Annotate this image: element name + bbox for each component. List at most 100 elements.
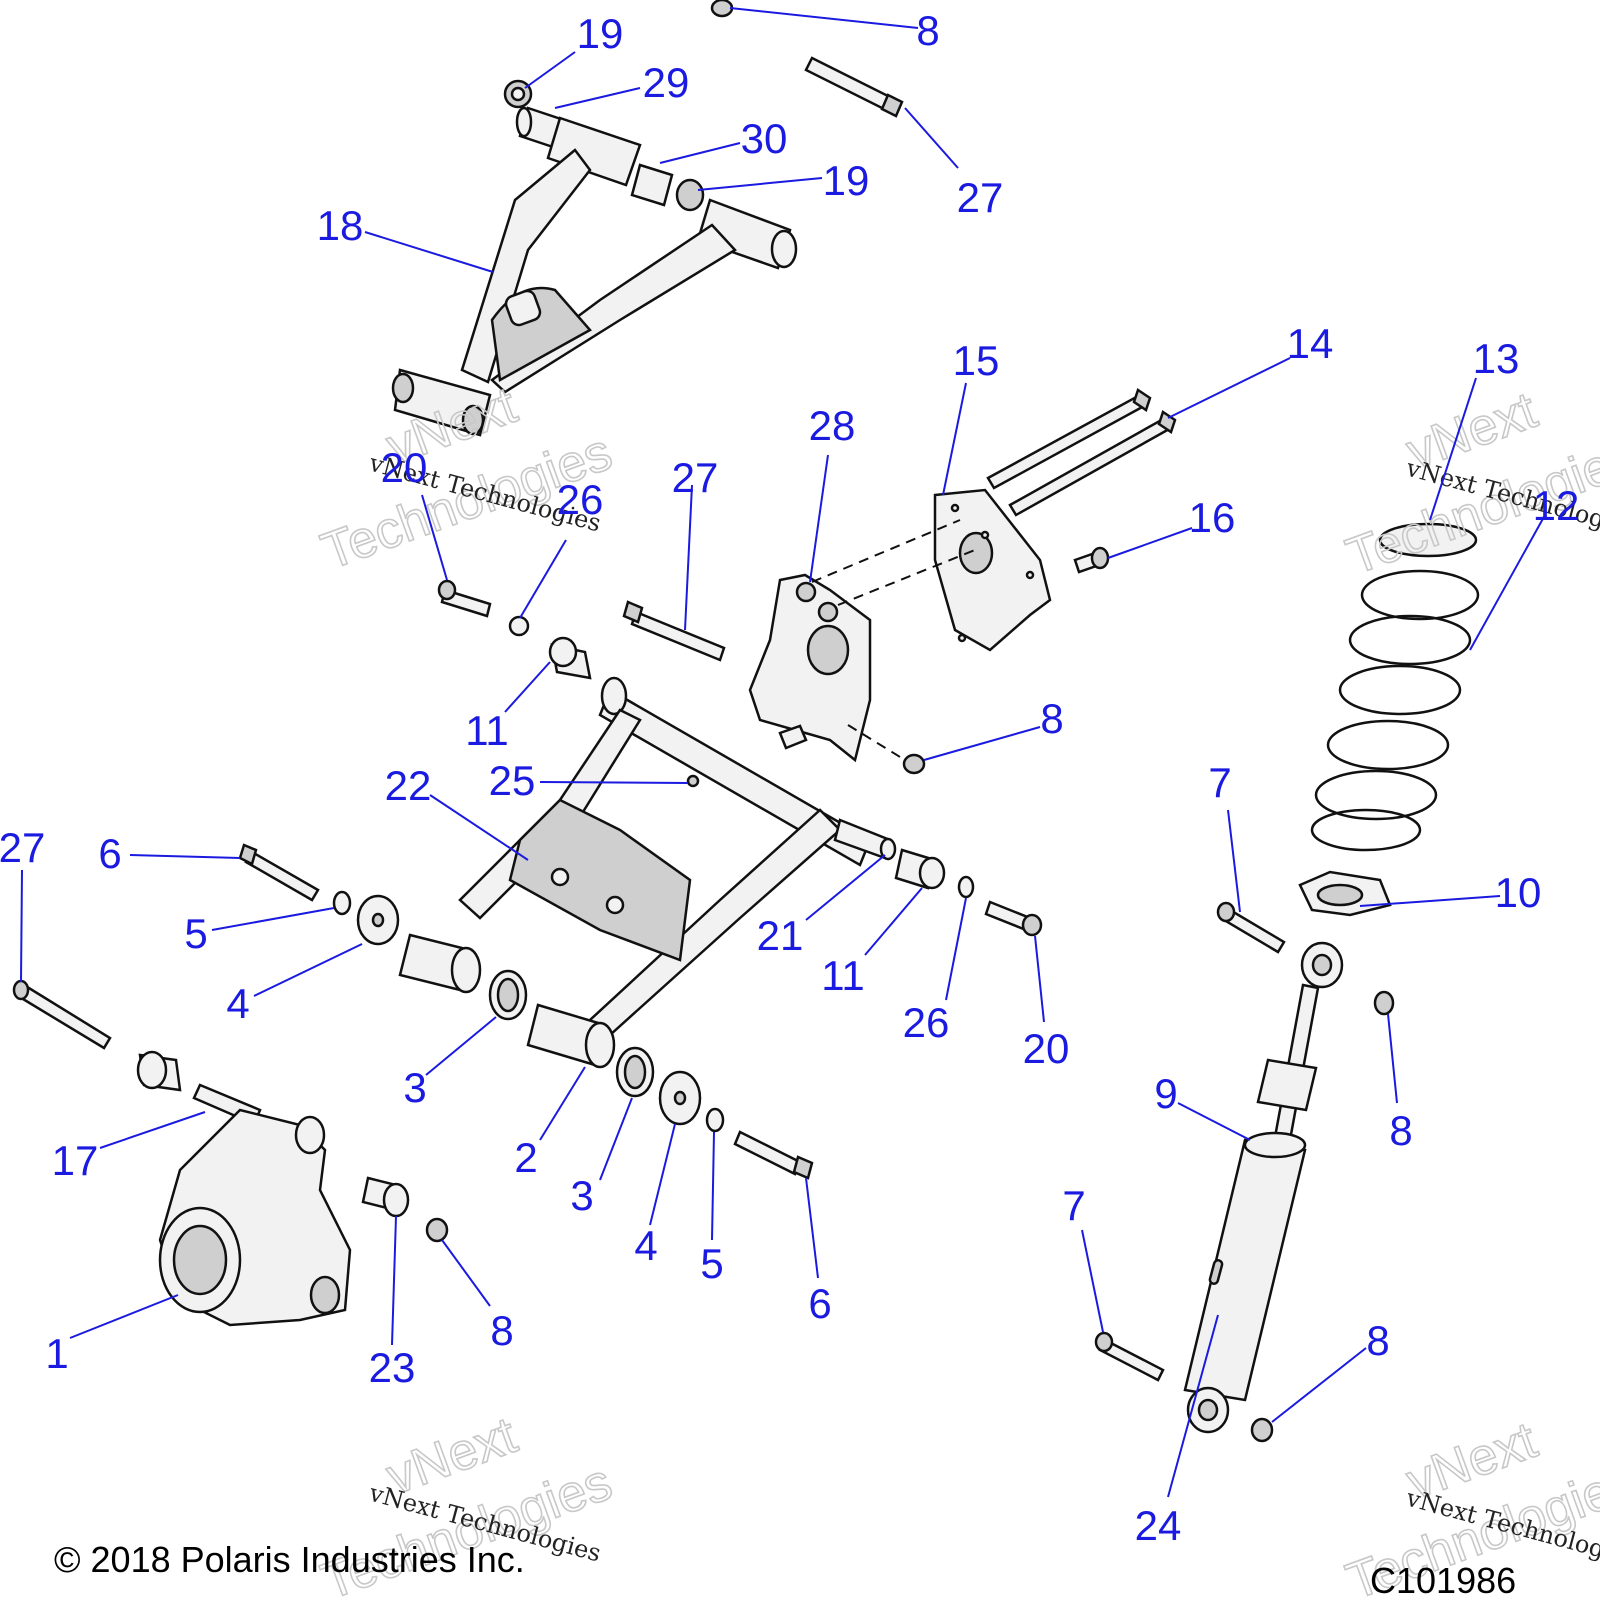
- leader-line-8-mid: [923, 726, 1041, 761]
- leader-line-5-left: [211, 907, 335, 931]
- leader-line-26-top: [519, 539, 567, 619]
- leader-line-30: [659, 142, 741, 164]
- leader-line-1: [69, 1294, 179, 1339]
- callout-18: 18: [317, 202, 364, 249]
- knuckle-assembly: [12, 979, 449, 1327]
- leader-line-9: [1177, 1102, 1251, 1141]
- callout-19-top: 19: [577, 10, 624, 57]
- leader-line-17: [99, 1111, 206, 1149]
- callout-24: 24: [1135, 1502, 1182, 1549]
- callout-9: 9: [1154, 1070, 1177, 1117]
- callout-11-mid: 11: [821, 952, 865, 999]
- leader-line-16: [1107, 527, 1193, 559]
- callout-25: 25: [489, 757, 536, 804]
- callout-16: 16: [1189, 494, 1236, 541]
- callout-13: 13: [1473, 335, 1520, 382]
- leader-line-22: [429, 794, 529, 861]
- leader-line-11-mid: [864, 887, 923, 956]
- leader-line-27-left: [20, 869, 23, 983]
- leader-line-4-mid: [649, 1123, 676, 1226]
- callout-26-top: 26: [557, 476, 604, 523]
- callout-28: 28: [809, 402, 856, 449]
- callout-8-mid: 8: [1040, 695, 1063, 742]
- leader-line-8-low: [441, 1239, 491, 1307]
- callout-19-mid: 19: [823, 157, 870, 204]
- callout-20-top: 20: [381, 444, 428, 491]
- lower-a-arm: [398, 579, 1043, 1098]
- callout-26-mid: 26: [903, 999, 950, 1046]
- figure-id-text: C101986: [1370, 1560, 1516, 1600]
- callout-1: 1: [45, 1330, 68, 1377]
- callout-21: 21: [757, 912, 804, 959]
- leader-line-19-top: [524, 51, 576, 89]
- upper-bolts: [710, 0, 904, 118]
- callout-14: 14: [1287, 320, 1334, 367]
- leader-line-24: [1167, 1314, 1219, 1498]
- callout-7-bottom: 7: [1062, 1182, 1085, 1229]
- callout-15: 15: [953, 337, 1000, 384]
- leader-line-28: [809, 454, 829, 583]
- leader-line-15: [942, 382, 967, 496]
- callout-20-mid: 20: [1023, 1025, 1070, 1072]
- leader-line-20-top: [421, 494, 448, 581]
- leader-line-2: [539, 1066, 586, 1141]
- callout-6-left: 6: [98, 830, 121, 877]
- callout-5-left: 5: [184, 910, 207, 957]
- callout-27-left: 27: [0, 824, 45, 871]
- callout-4-left: 4: [226, 980, 249, 1027]
- leader-line-23: [391, 1215, 397, 1346]
- callout-5-mid: 5: [700, 1240, 723, 1287]
- callout-8-top: 8: [916, 7, 939, 54]
- callout-8-bottom: 8: [1366, 1317, 1389, 1364]
- mount-brackets: [748, 388, 1177, 775]
- leader-line-8-right: [1387, 1013, 1398, 1104]
- shock-assembly: [1094, 522, 1480, 1443]
- leader-line-14: [1167, 357, 1291, 419]
- leader-line-7-bottom: [1081, 1229, 1104, 1333]
- leader-line-21: [805, 854, 886, 921]
- callout-29: 29: [643, 59, 690, 106]
- leader-line-26-mid: [945, 897, 967, 1001]
- callout-30: 30: [741, 115, 788, 162]
- callout-8-low: 8: [490, 1307, 513, 1354]
- callout-27-top: 27: [957, 174, 1004, 221]
- copyright-text: © 2018 Polaris Industries Inc.: [54, 1539, 525, 1580]
- upper-a-arm: [391, 79, 798, 437]
- leader-line-7-top: [1227, 809, 1241, 913]
- callout-23: 23: [369, 1344, 416, 1391]
- callout-11-top: 11: [465, 707, 509, 754]
- callout-17: 17: [52, 1137, 99, 1184]
- callout-22: 22: [385, 762, 432, 809]
- callout-12: 12: [1533, 482, 1580, 529]
- leader-line-13: [1429, 377, 1477, 521]
- leader-line-8-top: [729, 7, 919, 29]
- pivot-hardware: [238, 843, 814, 1180]
- leader-line-27-top: [904, 107, 959, 169]
- leader-line-25: [539, 781, 689, 784]
- leader-line-12: [1469, 514, 1546, 651]
- leader-line-29: [554, 87, 641, 109]
- callout-3-left: 3: [403, 1064, 426, 1111]
- leader-line-4-left: [253, 943, 363, 997]
- callout-6-mid: 6: [808, 1280, 831, 1327]
- leader-line-27-mid: [684, 484, 693, 631]
- leader-line-8-bottom: [1271, 1347, 1367, 1423]
- leader-line-3-mid: [599, 1097, 633, 1181]
- leader-line-6-mid: [805, 1177, 819, 1279]
- callout-10: 10: [1495, 869, 1542, 916]
- leader-line-18: [364, 231, 494, 273]
- callout-2: 2: [514, 1134, 537, 1181]
- leader-line-6-left: [129, 854, 241, 859]
- callout-4-mid: 4: [634, 1222, 657, 1269]
- callout-27-mid: 27: [672, 454, 719, 501]
- leader-line-11-top: [504, 661, 551, 713]
- leader-line-3-left: [425, 1016, 497, 1076]
- leader-line-10: [1359, 895, 1501, 907]
- leader-line-20-mid: [1034, 935, 1045, 1023]
- callout-8-right: 8: [1389, 1107, 1412, 1154]
- leader-line-5-mid: [711, 1131, 715, 1241]
- callout-7-top: 7: [1208, 759, 1231, 806]
